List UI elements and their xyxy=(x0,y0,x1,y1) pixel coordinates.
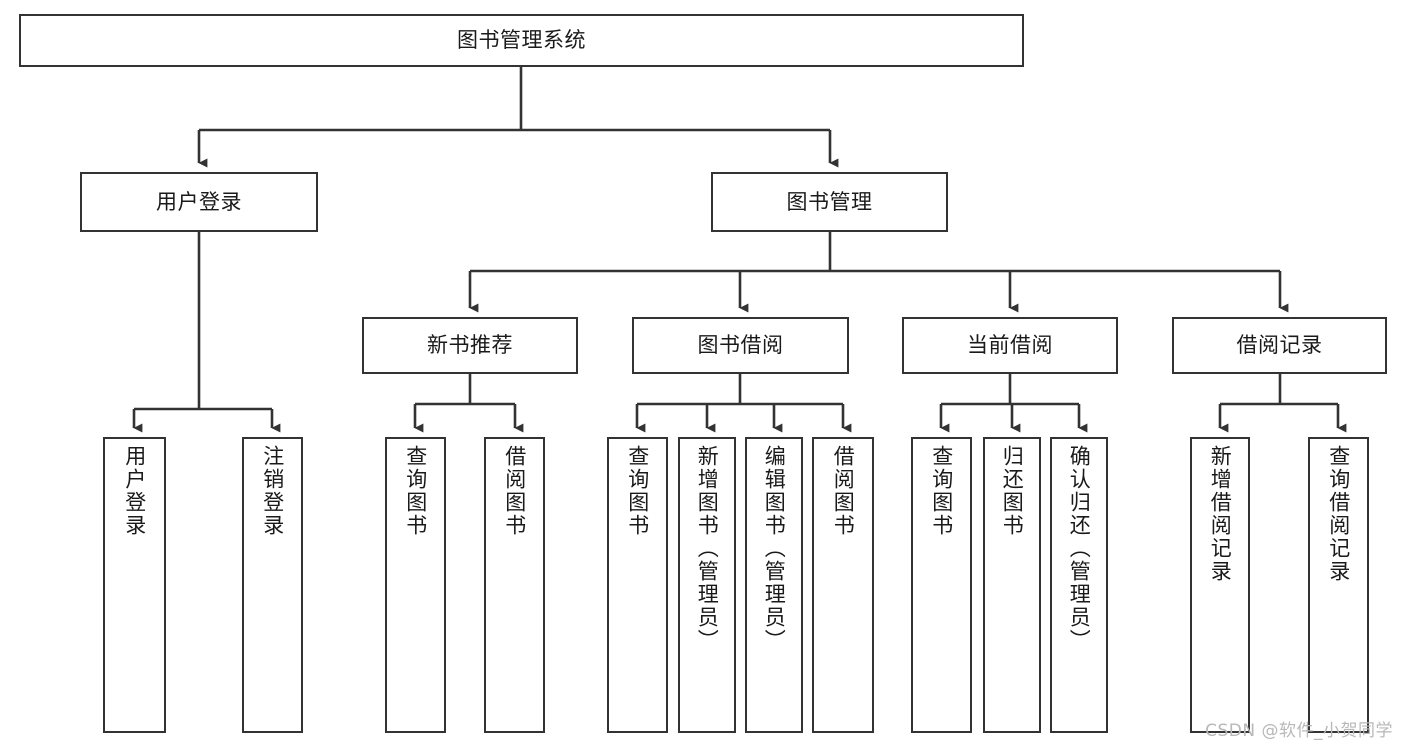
leaf-confirm-return-admin[interactable]: 确认归还（管理员） xyxy=(1050,437,1108,733)
leaf-user-login[interactable]: 用户登录 xyxy=(103,437,166,733)
node-root-label: 图书管理系统 xyxy=(457,28,586,53)
node-book-management[interactable]: 图书管理 xyxy=(711,172,948,232)
leaf-edit-book-admin[interactable]: 编辑图书（管理员） xyxy=(745,437,803,733)
leaf-logout[interactable]: 注销登录 xyxy=(242,437,303,733)
leaf-query-book-borrow[interactable]: 查询图书 xyxy=(607,437,668,733)
leaf-logout-label: 注销登录 xyxy=(260,445,285,537)
leaf-add-book-admin[interactable]: 新增图书（管理员） xyxy=(678,437,736,733)
leaf-return-book-label: 归还图书 xyxy=(1000,445,1025,537)
node-new-book-recommend-label: 新书推荐 xyxy=(427,333,513,358)
leaf-query-book-recommend-label: 查询图书 xyxy=(403,445,428,537)
leaf-user-login-label: 用户登录 xyxy=(122,445,147,537)
leaf-query-book-current-label: 查询图书 xyxy=(929,445,954,537)
leaf-query-book-borrow-label: 查询图书 xyxy=(625,445,650,537)
leaf-borrow-book-recommend-label: 借阅图书 xyxy=(502,445,527,537)
leaf-query-borrow-record[interactable]: 查询借阅记录 xyxy=(1308,437,1369,733)
node-user-login-label: 用户登录 xyxy=(156,189,242,214)
leaf-edit-book-admin-label: 编辑图书（管理员） xyxy=(762,445,787,652)
leaf-add-borrow-record-label: 新增借阅记录 xyxy=(1208,445,1233,583)
node-book-borrow-label: 图书借阅 xyxy=(697,333,784,358)
watermark: CSDN @软件_小贺同学 xyxy=(1205,721,1393,741)
node-current-borrow[interactable]: 当前借阅 xyxy=(902,317,1118,374)
leaf-add-borrow-record[interactable]: 新增借阅记录 xyxy=(1190,437,1250,733)
node-book-borrow[interactable]: 图书借阅 xyxy=(632,317,849,374)
leaf-borrow-book[interactable]: 借阅图书 xyxy=(812,437,874,733)
node-root[interactable]: 图书管理系统 xyxy=(19,14,1024,67)
leaf-query-borrow-record-label: 查询借阅记录 xyxy=(1326,445,1351,583)
node-new-book-recommend[interactable]: 新书推荐 xyxy=(362,317,578,374)
leaf-query-book-recommend[interactable]: 查询图书 xyxy=(385,437,446,733)
node-borrow-record-label: 借阅记录 xyxy=(1236,333,1323,358)
leaf-borrow-book-label: 借阅图书 xyxy=(831,445,856,537)
leaf-return-book[interactable]: 归还图书 xyxy=(983,437,1041,733)
node-user-login[interactable]: 用户登录 xyxy=(80,172,318,232)
node-current-borrow-label: 当前借阅 xyxy=(967,333,1053,358)
leaf-confirm-return-admin-label: 确认归还（管理员） xyxy=(1067,445,1092,652)
leaf-add-book-admin-label: 新增图书（管理员） xyxy=(695,445,720,652)
leaf-query-book-current[interactable]: 查询图书 xyxy=(911,437,972,733)
node-borrow-record[interactable]: 借阅记录 xyxy=(1172,317,1387,374)
leaf-borrow-book-recommend[interactable]: 借阅图书 xyxy=(484,437,545,733)
node-book-management-label: 图书管理 xyxy=(786,189,873,214)
